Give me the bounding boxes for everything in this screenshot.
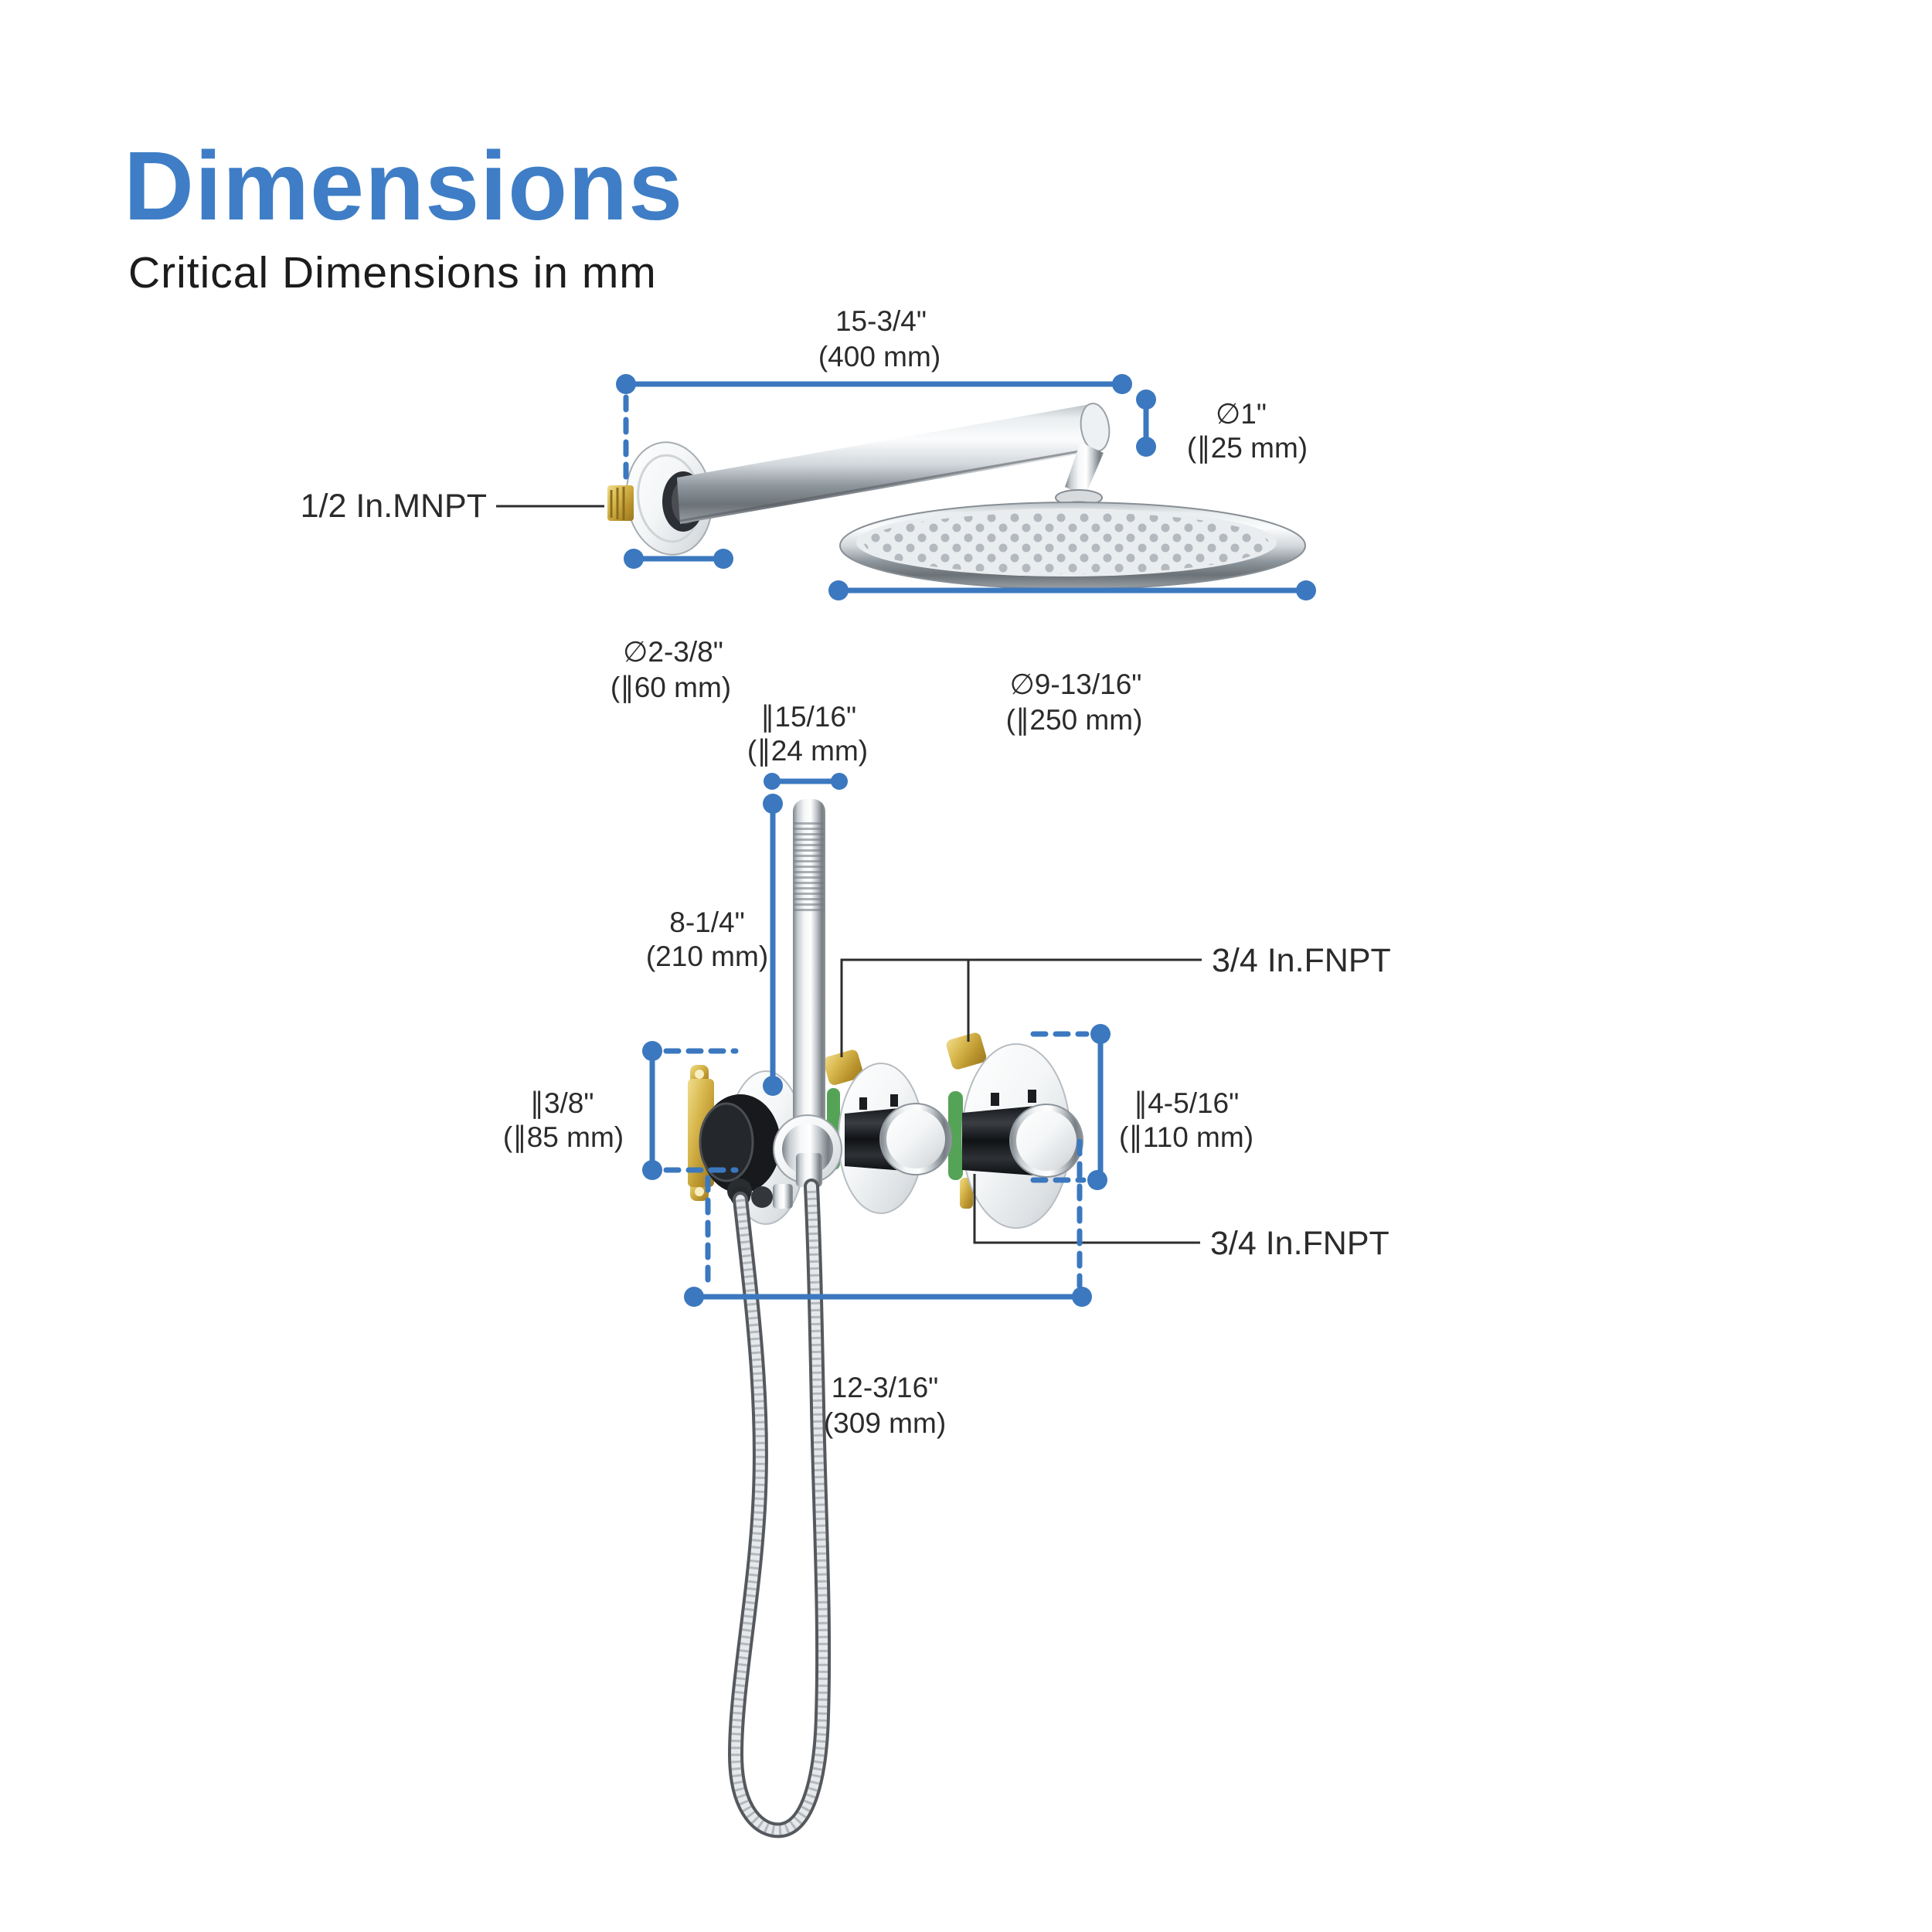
arm-length-mm: (400 mm)	[818, 341, 940, 372]
dim-arm-diameter	[1136, 389, 1156, 457]
page-title: Dimensions	[124, 131, 684, 240]
dim-trim-diameter	[1030, 1024, 1111, 1190]
arm-diameter-mm: (∥25 mm)	[1187, 432, 1308, 464]
shower-arm	[677, 403, 1094, 524]
outlet-port-label: 3/4 In.FNPT	[1210, 1225, 1389, 1262]
shower-hose	[727, 1179, 832, 1838]
inlet-port-right	[946, 1032, 987, 1070]
shower-head	[839, 502, 1306, 590]
head-diameter-inch: ∅9-13/16"	[1010, 668, 1142, 700]
page-subtitle: Critical Dimensions in mm	[128, 248, 657, 298]
holder-diameter-inch: ∥3/8"	[529, 1087, 594, 1119]
trim-diameter-mm: (∥110 mm)	[1119, 1121, 1253, 1153]
inlet-ports-label: 3/4 In.FNPT	[1212, 942, 1391, 979]
holder-diameter-mm: (∥85 mm)	[503, 1121, 624, 1153]
gasket-right	[948, 1091, 963, 1180]
arm-diameter-inch: ∅1"	[1216, 398, 1267, 430]
dim-holder-diameter	[642, 1041, 739, 1180]
flange-diameter-inch: ∅2-3/8"	[623, 636, 723, 668]
trim-diameter-inch: ∥4-5/16"	[1134, 1087, 1240, 1119]
wand-grip-knurl	[794, 821, 825, 912]
wand-length-mm: (210 mm)	[646, 940, 768, 972]
valve-width-mm: (309 mm)	[824, 1407, 946, 1439]
dim-wand-diameter	[764, 773, 848, 790]
valve-width-inch: 12-3/16"	[832, 1372, 939, 1403]
dim-wand-length	[763, 794, 783, 1096]
dim-head-diameter	[828, 580, 1316, 600]
hand-shower-wand	[793, 799, 825, 1164]
arm-length-inch: 15-3/4"	[835, 305, 927, 337]
flange-diameter-mm: (∥60 mm)	[611, 672, 731, 703]
leader-bottom-port	[973, 1174, 1200, 1244]
inlet-port-middle	[823, 1049, 863, 1085]
dim-valve-width	[684, 1138, 1092, 1307]
valve-knob-right	[962, 1090, 1083, 1178]
wand-diameter-mm: (∥24 mm)	[747, 735, 868, 767]
head-diameter-mm: (∥250 mm)	[1006, 704, 1143, 736]
wand-diameter-inch: ∥15/16"	[760, 701, 856, 733]
dim-flange-diameter	[624, 549, 733, 569]
shower-arm-assembly	[607, 403, 1306, 590]
valve-knob-middle	[845, 1094, 952, 1175]
shower-head-nozzles	[864, 512, 1269, 574]
dim-arm-length	[616, 374, 1132, 481]
wand-length-inch: 8-1/4"	[669, 906, 744, 938]
thread-ridges	[610, 487, 625, 520]
wall-thread-label: 1/2 In.MNPT	[301, 488, 487, 525]
hose-nut	[796, 1153, 822, 1187]
arm-bottom-edge	[679, 447, 1094, 522]
leader-top-ports	[840, 958, 1202, 1057]
wall-thread-brass	[607, 485, 634, 521]
